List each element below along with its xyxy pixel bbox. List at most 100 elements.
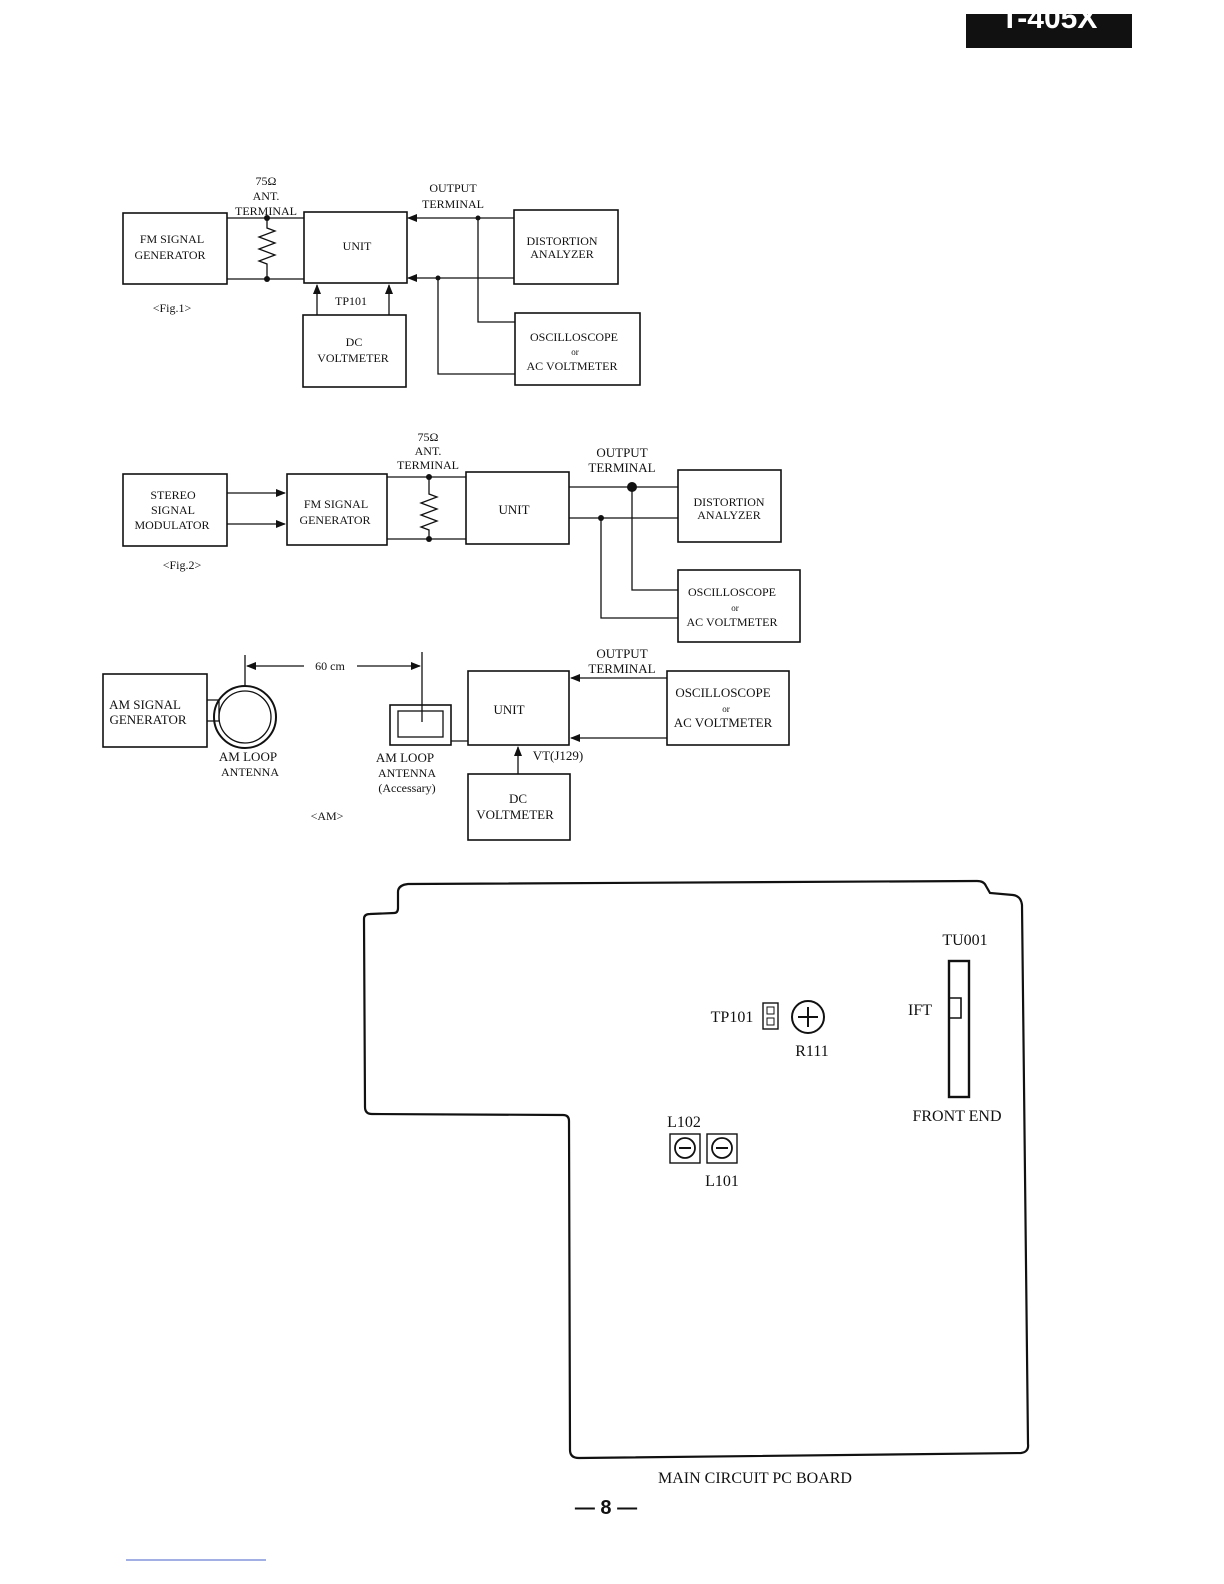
am-accessary-antenna-outer (389, 704, 452, 746)
am-caption: <AM> (311, 809, 344, 823)
fig1-unit-box (303, 211, 408, 284)
pcb-board-diagram: TU001 IFT FRONT END TP101 R111 L102 L101… (362, 879, 1030, 1487)
pcb-tu001-label: TU001 (942, 932, 987, 949)
fig1-oscilloscope-box (514, 312, 641, 386)
fig2-output-wires (569, 486, 678, 519)
fig1-osc-wire-b (437, 278, 515, 375)
am-oscilloscope-box (666, 670, 790, 746)
am-oscilloscope-label-1: OSCILLOSCOPE (675, 685, 770, 700)
pcb-l102-label: L102 (667, 1114, 701, 1131)
fig1-oscilloscope-or: or (571, 347, 579, 357)
fig1-oscilloscope-label-2: AC VOLTMETER (526, 359, 617, 373)
fig1-caption: <Fig.1> (153, 301, 192, 315)
fig2-unit-label: UNIT (498, 502, 529, 517)
fig1-output: OUTPUT (429, 181, 477, 195)
am-diagram: AM SIGNAL GENERATOR AM LOOP ANTENNA 60 c… (102, 646, 790, 841)
fig2-fm-generator-box (286, 473, 388, 546)
fig1-dc-voltmeter-label-1: DC (346, 335, 363, 349)
fig2-resistor-symbol (419, 477, 439, 539)
pcb-l101-label: L101 (705, 1173, 739, 1190)
fig2-oscilloscope-label-2: AC VOLTMETER (686, 615, 777, 629)
fig2-osc-wire-b (600, 518, 678, 619)
am-distance-label: 60 cm (315, 659, 345, 673)
fig1-dc-voltmeter-box (302, 314, 407, 388)
fig2-output: OUTPUT (596, 445, 647, 460)
fig2-distortion-label-2: ANALYZER (697, 508, 760, 522)
am-unit-label: UNIT (493, 702, 524, 717)
am-accessary-label-2: ANTENNA (378, 766, 436, 780)
fig1-ant: ANT. (253, 189, 280, 203)
am-loop-label-2: ANTENNA (221, 765, 279, 779)
am-generator-box (102, 673, 208, 748)
am-oscilloscope-label-2: AC VOLTMETER (674, 715, 773, 730)
fig2-ant: ANT. (415, 444, 442, 458)
model-tab-label: T-405X (1001, 2, 1098, 35)
fig2-stereo-modulator-box (122, 473, 228, 547)
am-dc-voltmeter-label-1: DC (509, 791, 527, 806)
fig2-output-terminal: TERMINAL (588, 460, 655, 475)
fig2-distortion-label-1: DISTORTION (693, 495, 764, 509)
am-dc-voltmeter-box (467, 773, 571, 841)
pcb-r111-trimmer (791, 1000, 825, 1034)
fig2-diagram: 75Ω ANT. TERMINAL OUTPUT TERMINAL STEREO… (122, 430, 801, 643)
am-accessary-antenna-inner (397, 710, 444, 738)
am-loop-antenna-inner (218, 690, 272, 744)
fig2-osc-wire-a (631, 487, 678, 591)
page-number: — 8 — (575, 1497, 637, 1519)
fig1-fm-generator-label-2: GENERATOR (134, 248, 205, 262)
am-dc-voltmeter-label-2: VOLTMETER (476, 807, 554, 822)
fig2-ant-terminal: TERMINAL (397, 458, 459, 472)
pcb-tp101-connector (762, 1002, 779, 1030)
fig2-fm-generator-label-2: GENERATOR (299, 513, 370, 527)
am-output: OUTPUT (596, 646, 647, 661)
fig1-ant-ohm: 75Ω (256, 174, 277, 188)
fig1-distortion-box (513, 209, 619, 285)
fig2-stereo-label-2: SIGNAL (151, 503, 195, 517)
fig2-caption: <Fig.2> (163, 558, 202, 572)
pcb-front-end-module (947, 959, 971, 1099)
pcb-r111-label: R111 (795, 1043, 828, 1060)
fig2-stereo-label-3: MODULATOR (134, 518, 209, 532)
am-accessary-label-3: (Accessary) (378, 781, 435, 795)
pcb-tp101-label: TP101 (711, 1009, 754, 1026)
pcb-ift-marker (949, 997, 962, 1019)
fig1-output-terminal: TERMINAL (422, 197, 484, 211)
am-unit-box (467, 670, 570, 746)
fig1-fm-generator-label-1: FM SIGNAL (140, 232, 204, 246)
fig1-ant-terminal: TERMINAL (235, 204, 297, 218)
am-output-terminal: TERMINAL (588, 661, 655, 676)
fig2-stereo-label-1: STEREO (150, 488, 196, 502)
am-vt-label: VT(J129) (533, 748, 584, 763)
fig2-oscilloscope-label-1: OSCILLOSCOPE (688, 585, 776, 599)
fig2-fm-generator-label-1: FM SIGNAL (304, 497, 368, 511)
fig1-distortion-label-1: DISTORTION (526, 234, 597, 248)
model-tab: T-405X (966, 2, 1132, 48)
am-loop-label-1: AM LOOP (219, 749, 277, 764)
am-oscilloscope-or: or (722, 704, 730, 714)
fig2-oscilloscope-or: or (731, 603, 739, 613)
fig1-resistor-symbol (257, 218, 277, 279)
pcb-caption: MAIN CIRCUIT PC BOARD (658, 1470, 852, 1487)
fig1-unit-label: UNIT (343, 239, 372, 253)
pcb-l102-coil (669, 1133, 701, 1164)
fig1-distortion-label-2: ANALYZER (530, 247, 593, 261)
fig1-diagram: 75Ω ANT. TERMINAL OUTPUT TERMINAL FM SIG… (122, 174, 641, 388)
fig1-osc-wire-a (477, 218, 515, 323)
pcb-l101-coil (706, 1133, 738, 1164)
fig1-fm-generator-box (122, 212, 228, 285)
pcb-front-end-label: FRONT END (912, 1108, 1001, 1125)
fig1-dc-voltmeter-label-2: VOLTMETER (317, 351, 389, 365)
fig2-distortion-box (677, 469, 782, 543)
fig2-oscilloscope-box (677, 569, 801, 643)
am-generator-label-2: GENERATOR (109, 712, 186, 727)
fig2-ant-ohm: 75Ω (418, 430, 439, 444)
am-loop-antenna-outer (213, 685, 277, 749)
fig2-unit-box (465, 471, 570, 545)
fig1-tp101-label: TP101 (335, 294, 367, 308)
am-accessary-label-1: AM LOOP (376, 750, 434, 765)
pcb-ift-label: IFT (908, 1002, 932, 1019)
fig1-antenna-wires (227, 217, 304, 280)
fig1-oscilloscope-label-1: OSCILLOSCOPE (530, 330, 618, 344)
pcb-outline (362, 879, 1030, 1460)
